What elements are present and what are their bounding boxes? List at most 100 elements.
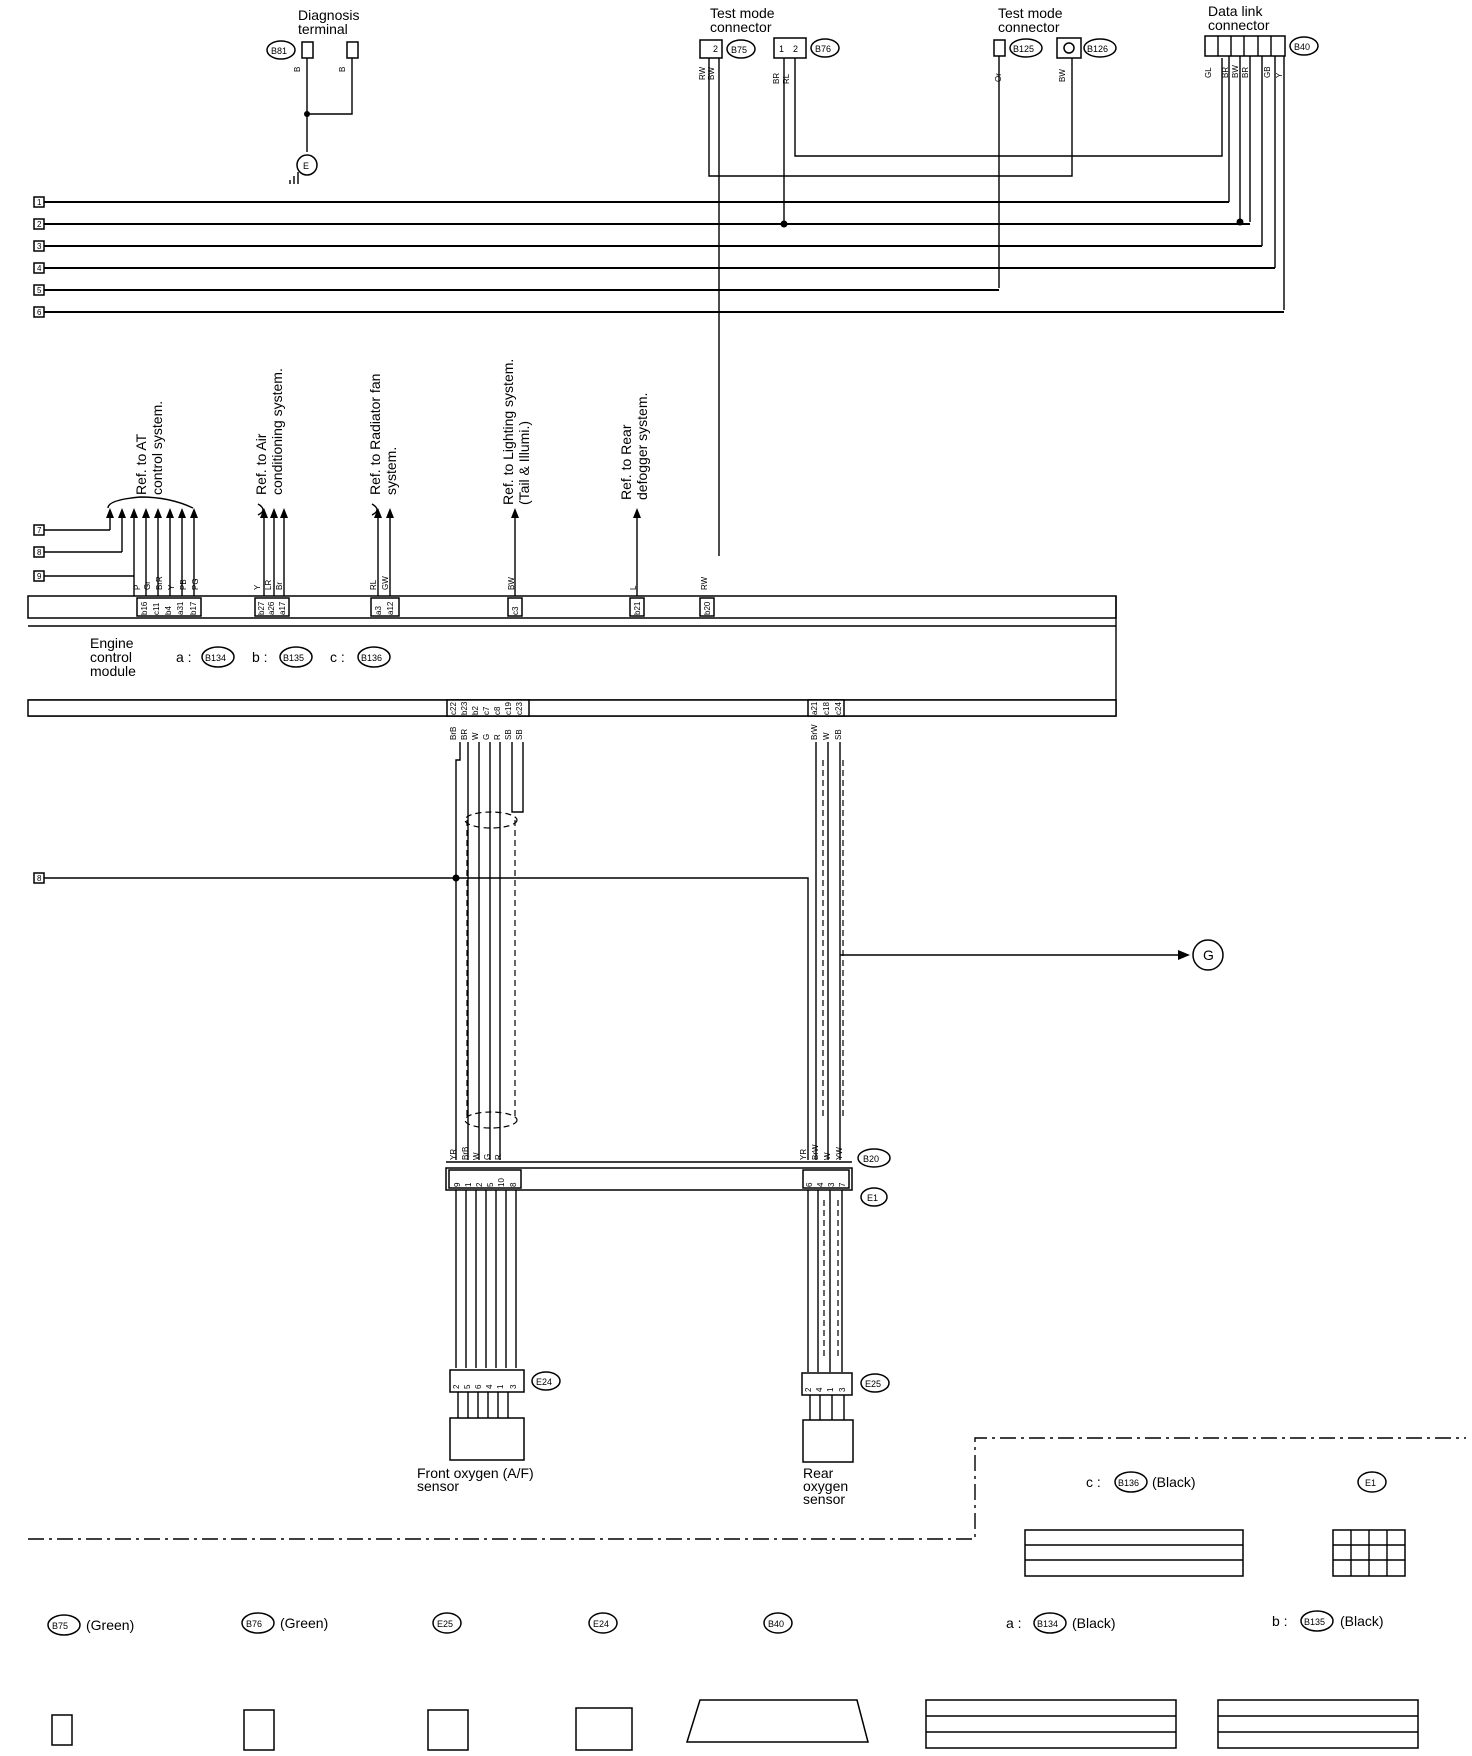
pin-bot-r2: c24 [834, 702, 843, 715]
wc-top-11: BW [507, 577, 516, 590]
wc-top-2: BrR [155, 576, 164, 590]
ref-ac-label-2: conditioning system. [269, 368, 285, 495]
fs-pin-2: 6 [474, 1384, 483, 1389]
connector-b76-label: B76 [815, 44, 831, 54]
bus-num-1: 1 [37, 198, 42, 207]
ecm-bottom-wire-colors: BrB BR W G R SB SB BrW W SB [449, 724, 843, 740]
ref-defog-label-2: defogger system. [634, 393, 650, 500]
wc-bot-4: R [493, 734, 502, 740]
view-a-prefix: a : [1006, 1615, 1022, 1631]
wc-bot-1: BR [460, 729, 469, 740]
dl-wire-br-2: BR [1241, 67, 1250, 78]
pin-bot-r1: c18 [822, 702, 831, 715]
wc-top-9: RL [369, 579, 378, 590]
conn-e25-label: E25 [865, 1379, 881, 1389]
wc-bot-0: BrB [449, 727, 458, 740]
dl-wire-bw: BW [1231, 65, 1240, 78]
ref-defog-label: Ref. to Rear [618, 424, 634, 500]
pin-top-2: b4 [164, 606, 173, 615]
b76-pin-2: 2 [793, 44, 798, 54]
pin-top-12: b20 [703, 601, 712, 615]
wc-top-8: Br [275, 582, 284, 590]
view-c-prefix: c : [1086, 1474, 1101, 1490]
wc-top-3: Y [167, 584, 176, 590]
bus-num-5: 5 [37, 286, 42, 295]
left-num-8: 8 [37, 548, 42, 557]
diagnosis-terminal-label-2: terminal [298, 21, 348, 37]
jc-f3: G [483, 1154, 492, 1160]
harness-wires: 8 G [33, 742, 1224, 1160]
dl-wire-y: Y [1275, 72, 1284, 78]
connector-b125-label: B125 [1013, 44, 1034, 54]
jp-r2: 3 [827, 1182, 836, 1187]
wc-bot-2: W [471, 732, 480, 740]
test-mode-2-label: Test mode [998, 5, 1063, 21]
test-mode-connector-1: Test mode connector 2 B75 1 2 B76 RW BW … [698, 5, 840, 84]
b75-pin: 2 [713, 44, 718, 54]
wc-top-10: GW [381, 576, 390, 590]
pin-top-0: b16 [140, 601, 149, 615]
wire-color-rw: RW [698, 66, 707, 80]
fs-pin-3: 4 [485, 1384, 494, 1389]
pin-top-5: b27 [257, 601, 266, 615]
ground-g-symbol [1192, 939, 1224, 971]
bus-num-3: 3 [37, 242, 42, 251]
junction-body [445, 1167, 853, 1191]
b134-face [925, 1699, 1177, 1749]
view-e24-label: E24 [593, 1619, 609, 1629]
rear-sensor-label: Rear [803, 1465, 834, 1481]
rs-pin-0: 2 [804, 1387, 813, 1392]
connector-view-b75: B75 (Green) [47, 1614, 134, 1746]
ecm-bottom-connector-strip [27, 699, 1117, 717]
wc-bot-r1: W [822, 732, 831, 740]
rs-pin-3: 3 [838, 1387, 847, 1392]
bus-lines: 1 2 3 4 5 6 [33, 196, 1284, 318]
ecm-c-conn: B136 [361, 653, 382, 663]
pin-top-11: b21 [633, 601, 642, 615]
view-b76-label: B76 [246, 1619, 262, 1629]
ref-ac-label: Ref. to Air [253, 433, 269, 495]
ecm-label-1: Engine [90, 635, 134, 651]
dl-wire-gl: GL [1204, 67, 1213, 78]
pin-bot-r0: a21 [810, 701, 819, 715]
diagnosis-terminal-pin-2 [346, 41, 359, 59]
ground-g-label: G [1203, 947, 1214, 963]
jp-r0: 6 [805, 1182, 814, 1187]
ecm-label-2: control [90, 649, 132, 665]
wc-top-4: PB [179, 579, 188, 590]
ref-fan-label: Ref. to Radiator fan [367, 374, 383, 495]
b75-face [51, 1714, 73, 1746]
dl-wire-br: BR [1221, 67, 1230, 78]
wc-top-12: L [629, 585, 638, 590]
ground-e-label: E [303, 161, 309, 171]
ecm-b-prefix: b : [252, 649, 268, 665]
jp-f3: 5 [486, 1182, 495, 1187]
connector-view-b76: B76 (Green) [241, 1612, 328, 1751]
front-sensor-label-2: sensor [417, 1478, 459, 1494]
wc-top-1: Gr [143, 581, 152, 590]
jp-r3: 7 [838, 1182, 847, 1187]
jp-f1: 1 [464, 1182, 473, 1187]
b136-face [1024, 1529, 1244, 1577]
pin-top-1: c11 [152, 602, 161, 615]
marker-8: 8 [37, 874, 42, 883]
bus-num-6: 6 [37, 308, 42, 317]
jc-f0: YR [449, 1149, 458, 1160]
view-c-color: (Black) [1152, 1474, 1196, 1490]
connector-view-b-b135: b : B135 (Black) [1217, 1610, 1419, 1749]
wire-color-br: BR [772, 73, 781, 84]
view-c-conn: B136 [1118, 1478, 1139, 1488]
fs-pin-5: 3 [509, 1384, 518, 1389]
pin-bot-4: c8 [493, 706, 502, 715]
bus-num-2: 2 [37, 220, 42, 229]
pin-bot-2: b2 [471, 706, 480, 715]
rear-sensor-label-3: sensor [803, 1491, 845, 1507]
connector-view-e25: E25 [427, 1612, 469, 1751]
wc-top-5: PG [191, 578, 200, 590]
ecm-c-prefix: c : [330, 649, 345, 665]
data-link-label: Data link [1208, 3, 1263, 19]
view-b76-color: (Green) [280, 1615, 328, 1631]
b76-face [243, 1709, 275, 1751]
jp-f2: 2 [475, 1182, 484, 1187]
